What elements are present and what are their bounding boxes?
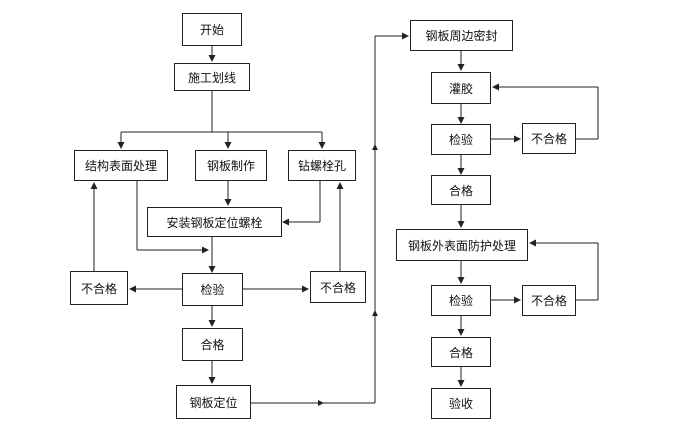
- node-pass-3: 合格: [431, 337, 491, 367]
- node-fail-right: 不合格: [310, 271, 366, 303]
- node-protect: 钢板外表面防护处理: [396, 229, 528, 261]
- node-position: 钢板定位: [176, 385, 251, 419]
- node-surface-treatment: 结构表面处理: [74, 150, 168, 181]
- node-fail-left: 不合格: [70, 271, 128, 305]
- node-inspect-1: 检验: [182, 273, 243, 306]
- node-seal: 钢板周边密封: [410, 20, 513, 51]
- node-pass-1: 合格: [182, 328, 243, 361]
- node-start: 开始: [182, 13, 242, 46]
- node-install-bolts: 安装钢板定位螺栓: [147, 207, 282, 237]
- node-fabricate: 钢板制作: [195, 150, 267, 181]
- node-layout: 施工划线: [174, 63, 250, 91]
- node-accept: 验收: [431, 388, 491, 419]
- node-inspect-3: 检验: [431, 285, 491, 316]
- node-grout: 灌胶: [431, 72, 491, 104]
- node-fail-3: 不合格: [522, 285, 576, 316]
- node-drill: 钻螺栓孔: [288, 150, 356, 181]
- node-fail-2: 不合格: [522, 123, 576, 154]
- node-inspect-2: 检验: [431, 124, 491, 155]
- node-pass-2: 合格: [431, 175, 491, 205]
